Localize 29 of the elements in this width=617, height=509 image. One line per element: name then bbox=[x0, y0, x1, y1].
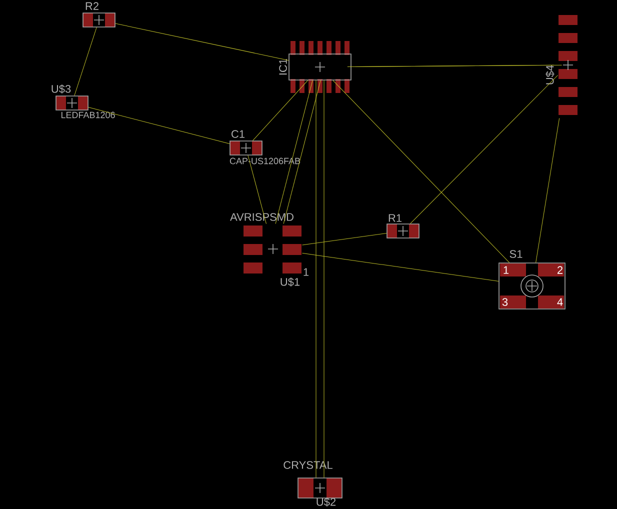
node-label: C1 bbox=[232, 130, 244, 138]
component-footprint: R1 bbox=[386, 214, 420, 238]
node-label: U$2 bbox=[316, 498, 336, 506]
node-label: R1 bbox=[388, 214, 402, 222]
component-footprint: R2 bbox=[82, 2, 116, 28]
airwire bbox=[410, 75, 558, 224]
component-footprint: U$3 LEDFAB1206 bbox=[52, 84, 115, 118]
node-label: U$1 bbox=[280, 278, 300, 286]
airwire bbox=[302, 252, 499, 282]
node-label: S1 bbox=[510, 250, 522, 258]
node-label: R2 bbox=[86, 2, 98, 10]
node-label: LEDFAB1206 bbox=[61, 112, 115, 118]
airwire bbox=[115, 23, 289, 61]
airwire bbox=[302, 233, 387, 246]
node-label: U$3 bbox=[52, 84, 71, 94]
component-footprint: S1 1 2 3 4 bbox=[498, 250, 566, 310]
airwire bbox=[88, 106, 230, 144]
airwire bbox=[252, 80, 308, 141]
node-label: U$4 bbox=[546, 65, 554, 84]
airwire bbox=[332, 80, 510, 263]
airwire bbox=[275, 80, 313, 224]
airwire bbox=[248, 155, 267, 224]
component-footprint: IC1 bbox=[279, 41, 352, 93]
pin-number: 1 bbox=[304, 268, 309, 276]
component-footprint: U$4 bbox=[546, 15, 578, 115]
airwire bbox=[74, 27, 97, 96]
airwire bbox=[536, 118, 560, 263]
airwire bbox=[283, 80, 321, 224]
node-label: IC1 bbox=[279, 58, 287, 75]
